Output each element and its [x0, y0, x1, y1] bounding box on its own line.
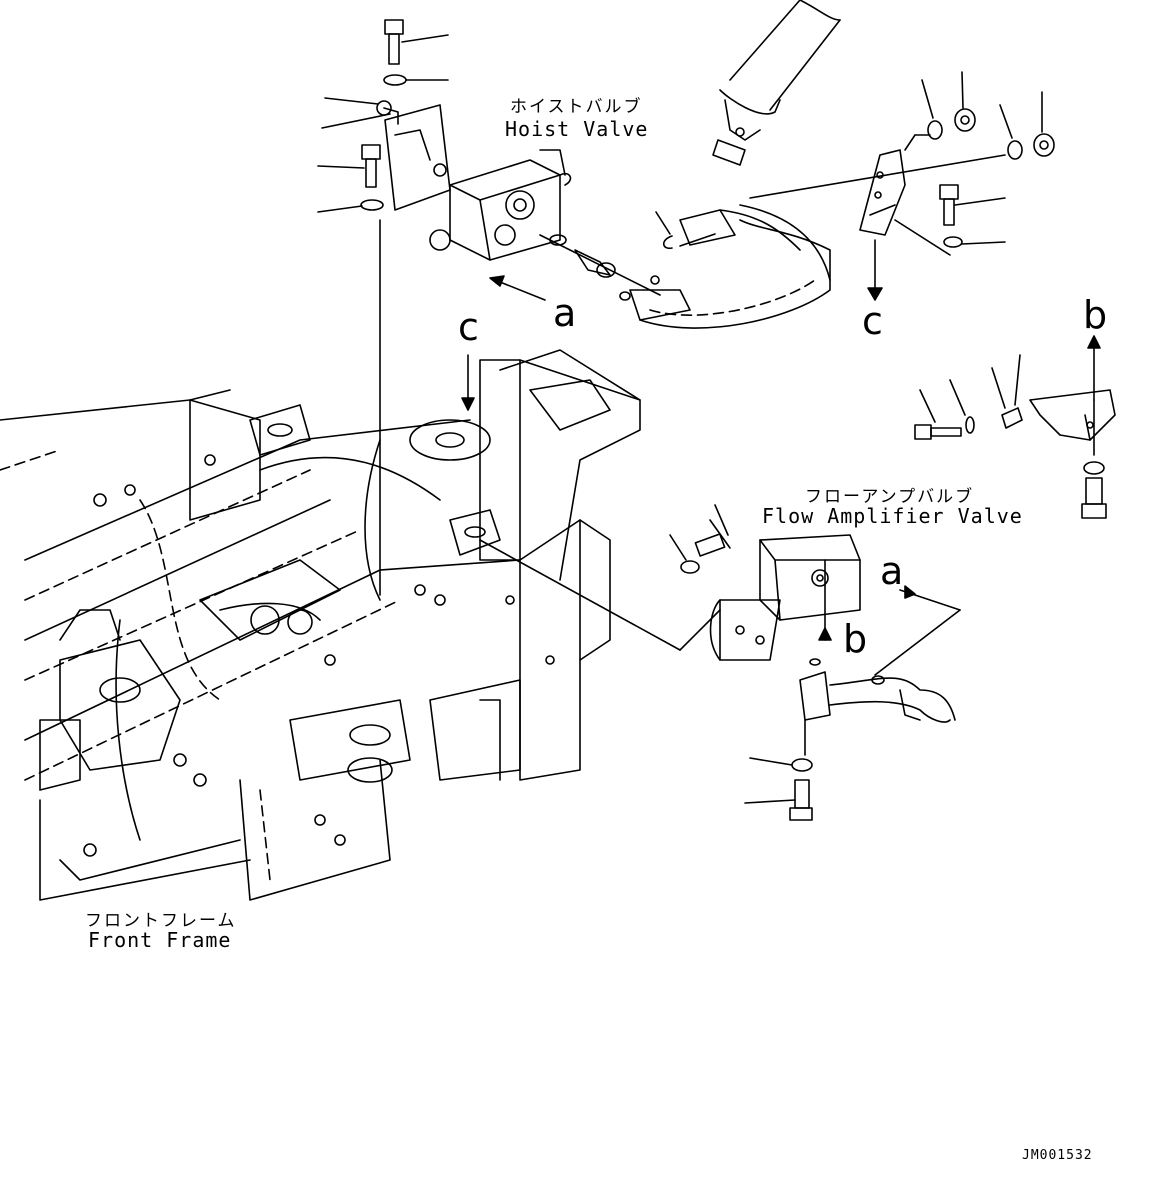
hoist-bolt-mid [318, 145, 380, 187]
ref-b-right-arrow [1088, 336, 1100, 400]
ref-b-right: b [1083, 293, 1108, 337]
hoist-valve-label-jp: ホイストバルブ [510, 97, 643, 117]
hoist-pipe-assembly [540, 205, 830, 328]
hoist-washer-mid [318, 200, 383, 212]
flow-amp-pipe [745, 560, 960, 820]
detail-b-parts [915, 355, 1115, 518]
hoist-valve [385, 105, 570, 260]
ref-a-top: a [553, 291, 577, 335]
drawing-code: JM001532 [1022, 1148, 1093, 1163]
clip-part [656, 212, 715, 248]
ref-c-left-arrow [462, 355, 474, 410]
connection-leader-line [480, 540, 680, 650]
hoist-washer-top [384, 75, 448, 85]
hoist-cylinder [713, 0, 840, 165]
front-frame [0, 350, 640, 900]
ref-a-right: a [880, 549, 904, 593]
ref-c-left: c [458, 305, 479, 349]
nut-washer-set-right [750, 72, 1054, 247]
ref-a-top-arrow [490, 276, 545, 300]
front-frame-label-en: Front Frame [88, 928, 232, 952]
hoist-elbow-fitting [322, 98, 398, 128]
ref-c-right: c [862, 299, 883, 343]
flow-amplifier-label-en: Flow Amplifier Valve [762, 504, 1023, 528]
hoist-valve-label-en: Hoist Valve [505, 117, 649, 141]
pipe-bracket [860, 135, 950, 300]
flow-amplifier-label-jp: フローアンプバルブ [805, 487, 975, 507]
flow-amplifier-valve [670, 505, 860, 660]
hoist-bolt-top [385, 20, 448, 64]
front-frame-label-jp: フロントフレーム [85, 911, 237, 931]
ref-b-mid: b [843, 617, 868, 661]
